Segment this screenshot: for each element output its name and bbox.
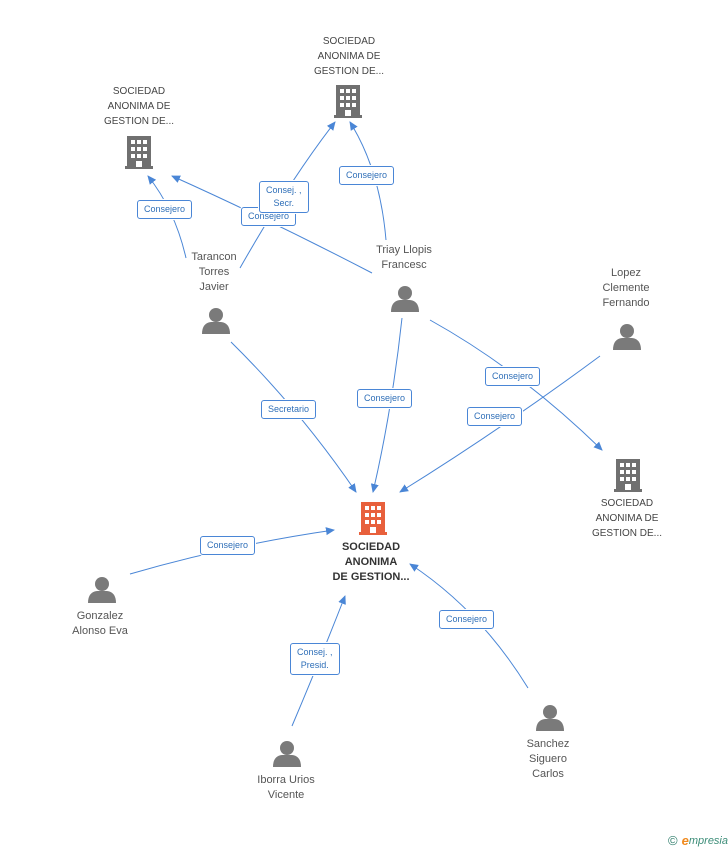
edge-label-lopez-center[interactable]: Consejero [467, 407, 523, 426]
person-triay-label[interactable]: Triay Llopis Francesc [376, 244, 432, 271]
edge-label-triay-company-right[interactable]: Consejero [485, 367, 541, 386]
building-icon [125, 136, 153, 169]
edge-label-iborra-center[interactable]: Consej. , Presid. [290, 643, 340, 675]
center-building-icon [359, 502, 387, 535]
copyright-icon: © [668, 833, 678, 848]
edge-label-tarancon-company-left[interactable]: Consejero [137, 200, 193, 219]
building-icon [614, 459, 642, 492]
person-sanchez-label[interactable]: Sanchez Siguero Carlos [526, 738, 570, 780]
person-icon [391, 286, 419, 312]
person-icon [202, 308, 230, 334]
person-tarancon-label[interactable]: Tarancon Torres Javier [191, 251, 237, 293]
edge-label-triay-company-top[interactable]: Consejero [339, 166, 395, 185]
person-lopez-label[interactable]: Lopez Clemente Fernando [602, 267, 650, 309]
company-top-label[interactable]: SOCIEDAD ANONIMA DE GESTION DE... [313, 36, 384, 77]
person-gonzalez-label[interactable]: Gonzalez Alonso Eva [72, 610, 128, 637]
person-icon [613, 324, 641, 350]
edge-lopez-center [399, 355, 601, 493]
building-icon [334, 85, 362, 118]
edge-label-sanchez-center[interactable]: Consejero [439, 610, 495, 629]
company-right-label[interactable]: SOCIEDAD ANONIMA DE GESTION DE... [591, 498, 662, 539]
edge-label-tarancon-company-top[interactable]: Consej. , Secr. [259, 181, 309, 213]
edge-label-triay-center[interactable]: Consejero [357, 389, 413, 408]
person-icon [88, 577, 116, 603]
person-iborra-label[interactable]: Iborra Urios Vicente [257, 774, 315, 801]
edge-label-gonzalez-center[interactable]: Consejero [200, 536, 256, 555]
person-icon [536, 705, 564, 731]
person-icon [273, 741, 301, 767]
brand-logo-text: mpresia [688, 834, 728, 847]
center-company-label[interactable]: SOCIEDAD ANONIMA DE GESTION... [332, 541, 410, 583]
brand-logo-initial: e [681, 833, 689, 848]
edge-label-tarancon-center[interactable]: Secretario [261, 400, 317, 419]
empresia-brand[interactable]: © e mpresia [668, 833, 728, 848]
company-left-label[interactable]: SOCIEDAD ANONIMA DE GESTION DE... [103, 86, 174, 127]
